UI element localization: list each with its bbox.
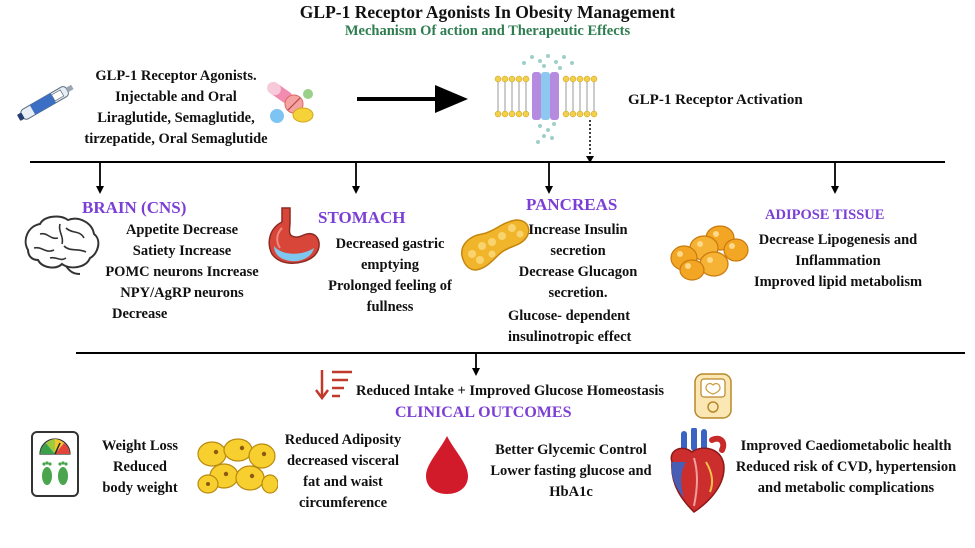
pancreas-effect-line: Decrease Glucagon <box>518 264 638 280</box>
drug-line: Liraglutide, Semaglutide, <box>97 110 255 126</box>
stomach-effect-line: Prolonged feeling of <box>328 278 452 294</box>
fat-cells-icon <box>197 438 278 494</box>
adipose-effects: Decrease Lipogenesis and Inflammation Im… <box>738 230 938 293</box>
adiposity-outcome-line: fat and waist <box>303 474 383 490</box>
stomach-effect-line: emptying <box>361 257 419 273</box>
drug-description: GLP-1 Receptor Agonists. Injectable and … <box>76 66 276 150</box>
diagram-title: GLP-1 Receptor Agonists In Obesity Manag… <box>299 2 676 22</box>
brain-effect-line: Decrease <box>112 306 168 322</box>
pancreas-icon <box>461 219 530 271</box>
pancreas-effects-a: Increase Insulin secretion Decrease Gluc… <box>504 220 652 304</box>
pancreas-effects-b: Glucose- dependent insulinotropic effect <box>508 306 631 348</box>
glycemic-outcome-line: Better Glycemic Control <box>495 442 647 458</box>
stomach-icon <box>268 207 320 264</box>
brain-icon <box>24 215 100 275</box>
cardio-outcome-line: and metabolic complications <box>757 480 935 496</box>
weight-outcome: Weight Loss Reduced body weight <box>92 436 188 499</box>
weight-outcome-line: Reduced <box>113 459 167 475</box>
drug-line: tirzepatide, Oral Semaglutide <box>84 131 268 147</box>
glycemic-outcome: Better Glycemic Control Lower fasting gl… <box>478 440 664 503</box>
summary-line: Reduced Intake + Improved Glucose Homeos… <box>356 383 665 399</box>
adipose-effect-line: Improved lipid metabolism <box>753 274 923 290</box>
pancreas-effect-line: Glucose- dependent <box>508 308 631 324</box>
adipose-effect-line: Decrease Lipogenesis and <box>758 232 918 248</box>
stomach-effects: Decreased gastric emptying Prolonged fee… <box>318 234 462 318</box>
clinical-outcomes-title: CLINICAL OUTCOMES <box>395 404 572 421</box>
adiposity-outcome-line: decreased visceral <box>286 453 400 469</box>
weight-outcome-line: Weight Loss <box>101 438 179 454</box>
weight-scale-icon <box>31 431 79 497</box>
pancreas-effect-line: insulinotropic effect <box>508 329 632 345</box>
adipose-cells-icon <box>670 225 749 281</box>
brain-effect-line: POMC neurons Increase <box>105 264 259 280</box>
pancreas-effect-line: secretion <box>550 243 606 259</box>
heart-icon <box>670 428 727 513</box>
pancreas-effect-line: secretion. <box>548 285 608 301</box>
branch-connector <box>30 161 945 194</box>
brain-effect-line: Appetite Decrease <box>125 222 239 238</box>
adiposity-outcome: Reduced Adiposity decreased visceral fat… <box>280 430 406 514</box>
cardio-outcome-line: Improved Caediometabolic health <box>740 438 952 454</box>
stomach-effect-line: fullness <box>366 299 414 315</box>
pills-icon <box>267 81 314 123</box>
brain-effect-line: NPY/AgRP neurons <box>120 285 244 301</box>
glucose-meter-icon <box>694 373 732 419</box>
brain-effects: Appetite Decrease Satiety Increase POMC … <box>96 220 268 304</box>
adiposity-outcome-line: circumference <box>298 495 388 511</box>
outcome-divider <box>76 352 965 376</box>
diagram-subtitle: Mechanism Of action and Therapeutic Effe… <box>344 23 631 39</box>
blood-drop-icon <box>426 436 468 494</box>
drug-line: GLP-1 Receptor Agonists. <box>95 68 257 84</box>
stomach-effect-line: Decreased gastric <box>335 236 445 252</box>
cell-membrane-receptor-icon <box>494 54 598 163</box>
pancreas-effect-line: Increase Insulin <box>528 222 628 238</box>
cardio-outcome: Improved Caediometabolic health Reduced … <box>724 436 968 499</box>
glycemic-outcome-line: Lower fasting glucose and <box>490 463 652 479</box>
receptor-activation-label: GLP-1 Receptor Activation <box>628 92 803 108</box>
arrow-right-icon <box>357 85 468 113</box>
brain-title: BRAIN (CNS) <box>82 198 187 217</box>
weight-outcome-line: body weight <box>102 480 178 496</box>
drug-line: Injectable and Oral <box>115 89 237 105</box>
adipose-effect-line: Inflammation <box>795 253 881 269</box>
brain-effect-line: Satiety Increase <box>132 243 232 259</box>
stomach-title: STOMACH <box>318 208 406 227</box>
cardio-outcome-line: Reduced risk of CVD, hypertension <box>735 459 957 475</box>
pancreas-title: PANCREAS <box>526 195 618 214</box>
adipose-title: ADIPOSE TISSUE <box>765 207 885 223</box>
injection-pen-icon <box>17 84 74 121</box>
sort-down-icon <box>315 370 352 401</box>
glycemic-outcome-line: HbA1c <box>549 484 593 500</box>
adiposity-outcome-line: Reduced Adiposity <box>284 432 402 448</box>
